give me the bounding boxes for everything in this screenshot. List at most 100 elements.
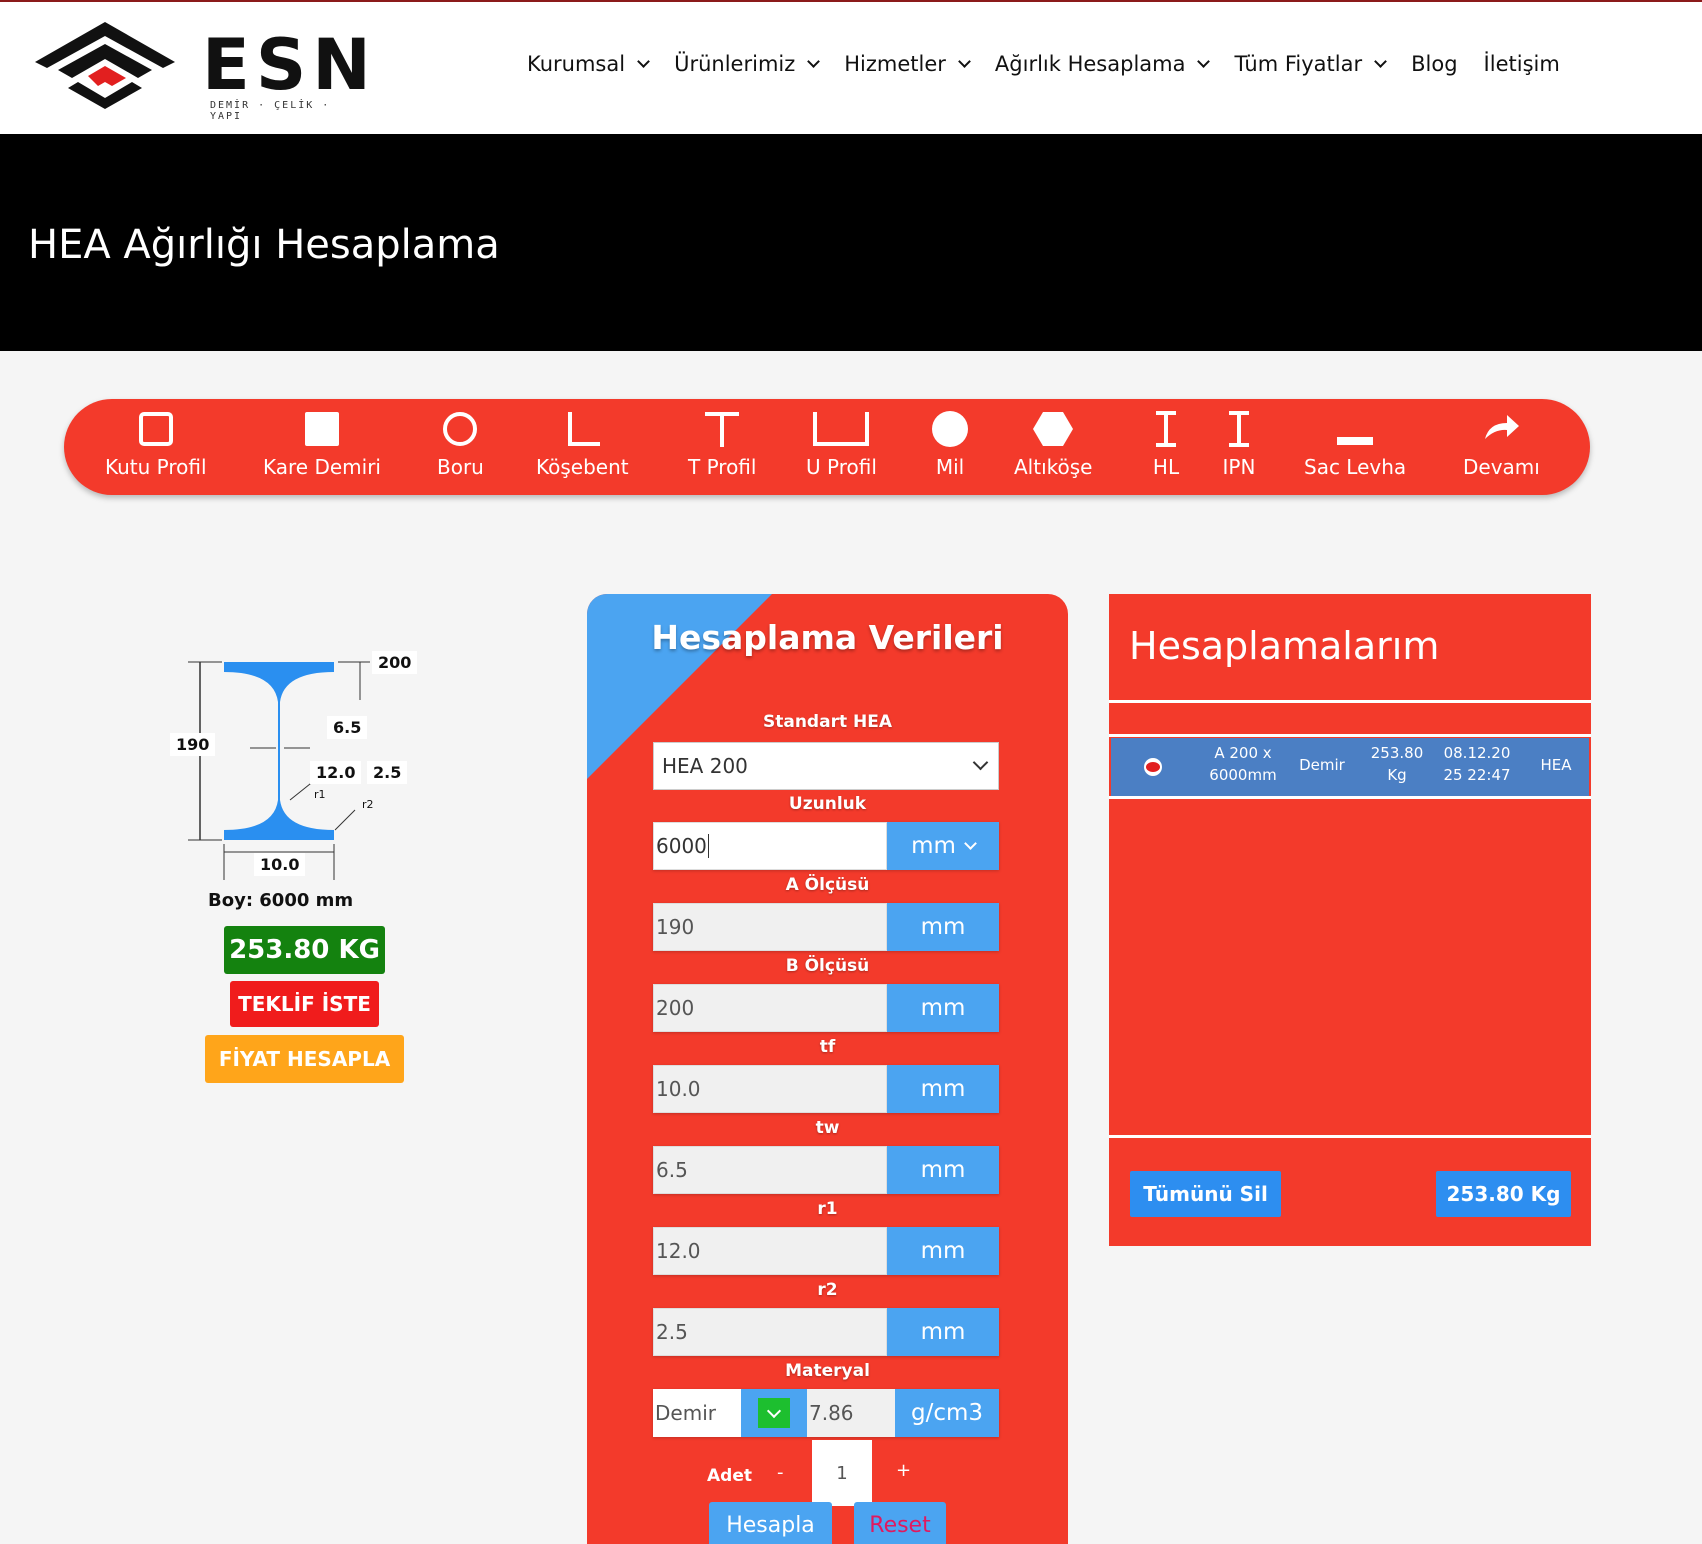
r2-input[interactable]: 2.5 [653,1308,887,1356]
remove-row-icon[interactable] [1144,758,1162,776]
material-dropdown[interactable] [741,1389,807,1437]
shape-boru[interactable]: Boru [437,409,484,489]
chevron-down-icon [964,836,977,850]
reset-button[interactable]: Reset [854,1502,946,1544]
length-label: Boy: 6000 mm [208,890,354,911]
adet-input[interactable]: 1 [812,1440,872,1506]
plate-icon [1337,437,1374,445]
chevron-down-icon [766,1403,782,1418]
logo-subtitle: DEMİR · ÇELİK · YAPI [210,100,331,122]
material-row: Demir 7.86 g/cm3 [653,1389,999,1437]
history-material: Demir [1299,756,1345,774]
tf-unit: mm [887,1065,999,1113]
history-size-line2: 6000mm [1209,766,1277,784]
angle-l-icon [568,412,601,446]
history-weight: 253.80 Kg [1361,742,1433,786]
shape-kutu-profil[interactable]: Kutu Profil [105,409,207,489]
nav-label: Ağırlık Hesaplama [994,52,1186,76]
nav-label: Blog [1411,52,1458,76]
standard-select[interactable]: HEA 200 [653,742,999,790]
shape-hl[interactable]: HL [1146,409,1186,489]
esn-logo[interactable]: ESN DEMİR · ÇELİK · YAPI [30,18,371,122]
nav-iletisim[interactable]: İletişim [1484,52,1560,76]
page-banner: HEA Ağırlığı Hesaplama [0,134,1702,351]
history-type: HEA [1540,756,1572,774]
dim-r2: 2.5 [367,761,408,784]
shape-label: Devamı [1463,455,1540,479]
hesapla-button[interactable]: Hesapla [709,1502,832,1544]
nav-label: İletişim [1483,52,1560,76]
divider [1109,1135,1591,1138]
tw-unit: mm [887,1146,999,1194]
field-label-r2: r2 [817,1280,838,1300]
page-title: HEA Ağırlığı Hesaplama [28,222,500,268]
history-row: A 200 x 6000mm Demir 253.80 Kg 08.12.20 … [1111,738,1589,796]
chevron-down-icon [972,754,989,771]
b-unit: mm [887,984,999,1032]
hea-profile-diagram: 200 6.5 190 12.0 2.5 10.0 r1 r2 [160,640,450,900]
uzunluk-unit-select[interactable]: mm [887,822,999,870]
nav-hizmetler[interactable]: Hizmetler [844,52,971,76]
tw-input[interactable]: 6.5 [653,1146,887,1194]
i-beam-diagram-icon [188,661,370,880]
nav-tum-fiyatlar[interactable]: Tüm Fiyatlar [1234,52,1387,76]
fiyat-hesapla-button[interactable]: FİYAT HESAPLA [205,1035,404,1083]
field-label-b: B Ölçüsü [785,956,870,976]
a-olcusu-input[interactable]: 190 [653,903,887,951]
i-beam-icon [1229,411,1249,447]
history-date-line2: 25 22:47 [1443,766,1511,784]
unit-label: mm [911,833,956,859]
dim-tf: 10.0 [254,853,306,876]
nav-urunlerimiz[interactable]: Ürünlerimiz [674,52,821,76]
shape-mil[interactable]: Mil [930,409,970,489]
chevron-down-icon [958,54,971,68]
nav-kurumsal[interactable]: Kurumsal [527,52,650,76]
shape-sac-levha[interactable]: Sac Levha [1304,409,1406,489]
nav-agirlik-hesaplama[interactable]: Ağırlık Hesaplama [994,52,1211,76]
field-row-a: 190 mm [653,903,999,951]
field-row-tf: 10.0 mm [653,1065,999,1113]
adet-increment-button[interactable]: + [896,1460,912,1481]
shape-altikose[interactable]: Altıköşe [1014,409,1092,489]
shape-ipn[interactable]: IPN [1219,409,1259,489]
shape-u-profil[interactable]: U Profil [806,409,877,489]
field-row-r2: 2.5 mm [653,1308,999,1356]
material-label: Materyal [785,1361,870,1381]
density-input[interactable]: 7.86 [807,1389,895,1437]
square-filled-icon [305,412,339,446]
shape-label: Köşebent [536,455,629,479]
r1-input[interactable]: 12.0 [653,1227,887,1275]
shape-kosebent[interactable]: Köşebent [536,409,629,489]
divider [1109,734,1591,737]
divider [1109,700,1591,703]
history-size-line1: A 200 x [1214,744,1272,762]
history-title: Hesaplamalarım [1129,624,1440,668]
field-label-tw: tw [815,1118,840,1138]
form-title: Hesaplama Verileri [651,618,1004,657]
field-row-r1: 12.0 mm [653,1227,999,1275]
r2-unit: mm [887,1308,999,1356]
dim-b: 200 [372,651,418,674]
delete-all-button[interactable]: Tümünü Sil [1130,1171,1281,1217]
adet-decrement-button[interactable]: - [777,1462,784,1483]
dim-h: 190 [170,733,216,756]
b-olcusu-input[interactable]: 200 [653,984,887,1032]
text-cursor [707,834,709,858]
shape-t-profil[interactable]: T Profil [688,409,756,489]
logo-mark-icon [35,22,175,109]
material-dropdown-toggle [758,1398,790,1428]
tf-input[interactable]: 10.0 [653,1065,887,1113]
density-unit: g/cm3 [895,1389,999,1437]
r1-unit: mm [887,1227,999,1275]
shape-kare-demiri[interactable]: Kare Demiri [263,409,381,489]
nav-blog[interactable]: Blog [1411,52,1457,76]
logo-text: ESN [202,24,377,106]
chevron-down-icon [1374,54,1387,68]
shape-label: Mil [935,455,965,479]
shape-label: Boru [437,455,484,479]
shape-devami[interactable]: Devamı [1463,409,1540,489]
teklif-iste-button[interactable]: TEKLİF İSTE [230,981,379,1027]
nav-label: Hizmetler [844,52,946,76]
weight-result-badge: 253.80 KG [224,926,385,974]
uzunluk-input[interactable]: 6000 [653,822,887,870]
